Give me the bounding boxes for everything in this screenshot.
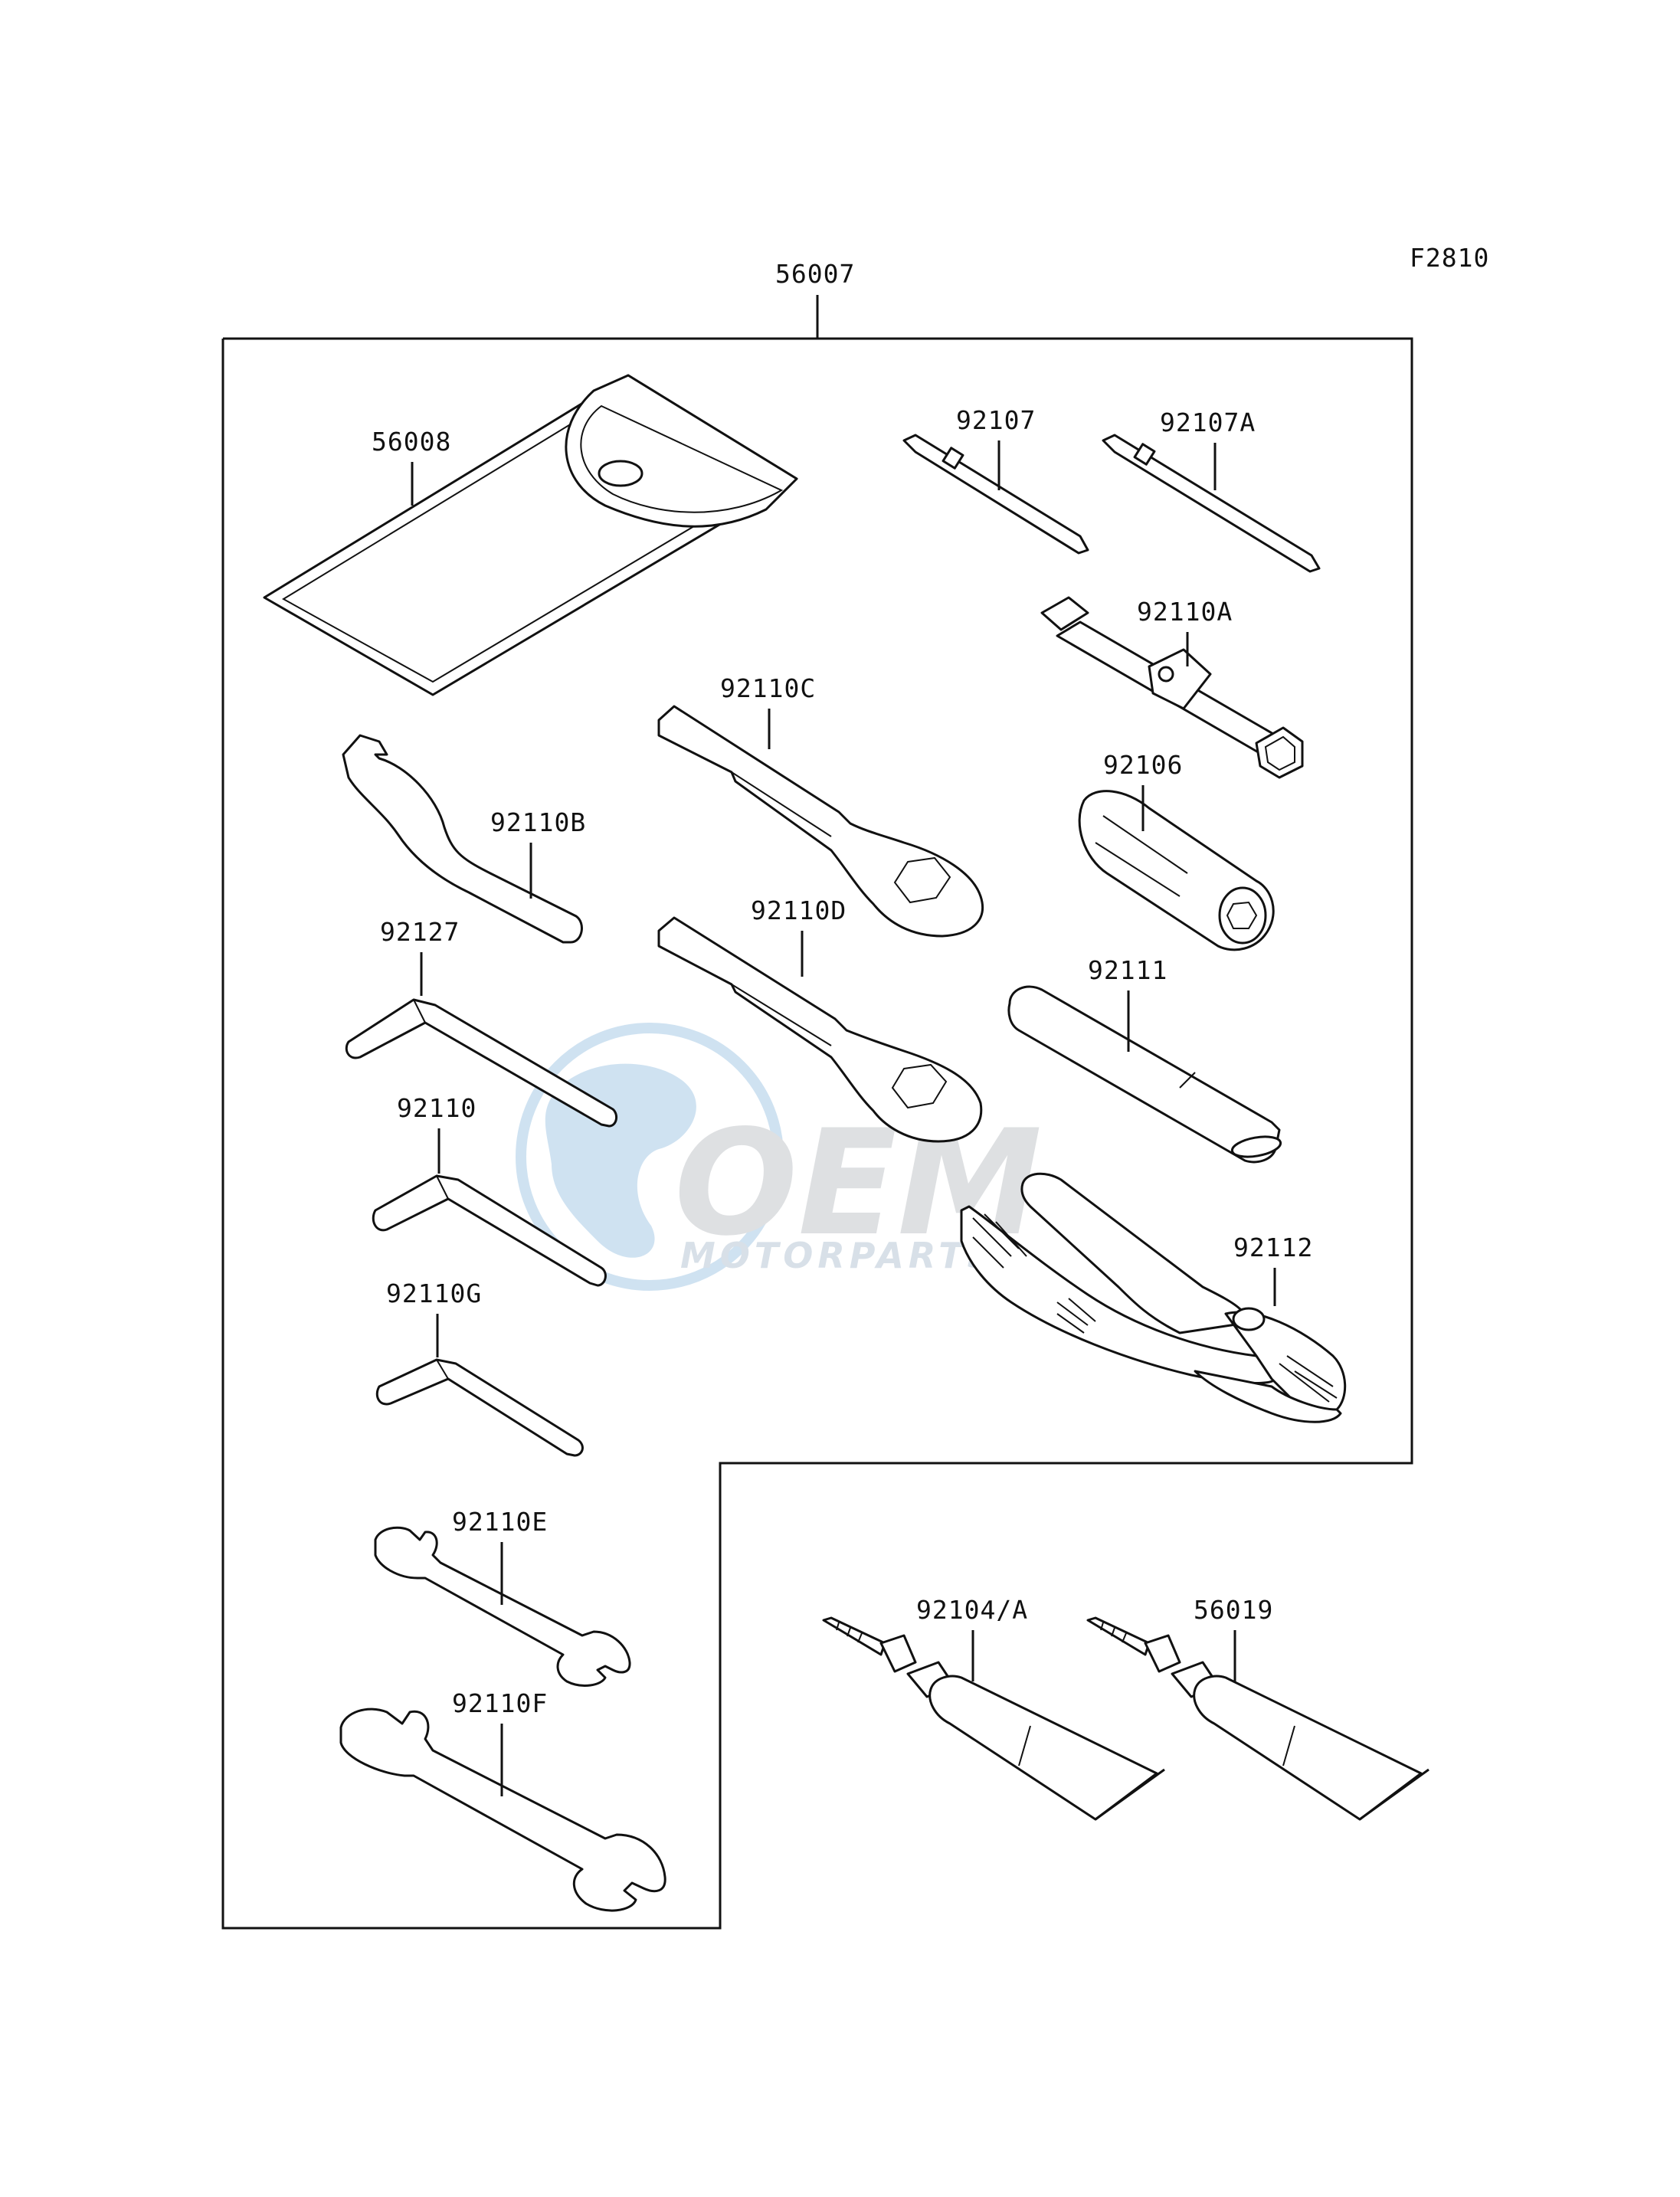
92127-body	[345, 998, 618, 1128]
watermark-globe-ring	[516, 1023, 784, 1291]
56019-tube-body	[1193, 1675, 1423, 1821]
56019-crimp	[1359, 1768, 1429, 1821]
label-92127: 92127	[380, 917, 460, 947]
label-56008: 56008	[372, 427, 451, 457]
92110B-body	[342, 734, 583, 944]
pouch-snap-button	[598, 460, 644, 487]
tool-pouch-56008[interactable]	[263, 374, 798, 696]
pliers-grip-hatch	[972, 1213, 1096, 1334]
92104A-nozzle	[822, 1616, 886, 1656]
bit-92107A-shaft	[1102, 434, 1321, 573]
extension-92111[interactable]	[1007, 985, 1282, 1164]
label-56019: 56019	[1194, 1595, 1273, 1625]
92110E-body	[374, 1526, 631, 1687]
pouch-flap	[565, 374, 798, 528]
ring-wrench-92110C[interactable]	[657, 705, 984, 938]
92110-body	[372, 1174, 607, 1287]
92104A-cap	[879, 1634, 917, 1673]
label-92110A: 92110A	[1137, 597, 1233, 627]
open-end-wrench-92110F[interactable]	[339, 1708, 666, 1912]
92110F-body	[339, 1708, 666, 1912]
label-92110: 92110	[397, 1093, 476, 1123]
92110A-socket	[1255, 726, 1304, 779]
pliers-pivot	[1232, 1307, 1266, 1331]
hex-key-92110G[interactable]	[375, 1358, 584, 1457]
label-92110C: 92110C	[720, 673, 816, 703]
92106-end	[1218, 886, 1267, 945]
92104A-label-line	[1018, 1725, 1031, 1766]
bit-92107-shaft	[902, 434, 1089, 555]
92106-hex	[1226, 901, 1258, 929]
grease-tube-92104A[interactable]	[822, 1616, 1165, 1821]
bit-92107-notch	[942, 447, 964, 470]
label-92106: 92106	[1103, 750, 1183, 780]
label-92110B: 92110B	[490, 807, 586, 837]
56019-label-line	[1282, 1725, 1295, 1766]
92110F-edge	[432, 1750, 598, 1835]
92110C-edge	[731, 771, 832, 837]
92110D-hex-opening	[891, 1063, 948, 1109]
wrench-92110A[interactable]	[1040, 596, 1304, 779]
ring-wrench-92110D[interactable]	[657, 916, 983, 1143]
hook-wrench-92110B[interactable]	[342, 734, 583, 944]
label-92112: 92112	[1233, 1233, 1313, 1262]
92111-end	[1230, 1135, 1282, 1158]
hex-key-92110[interactable]	[372, 1174, 607, 1287]
56019-nozzle	[1086, 1616, 1151, 1656]
92110G-body	[375, 1358, 584, 1457]
open-end-wrench-92110E[interactable]	[374, 1526, 631, 1687]
92110D-edge	[731, 984, 832, 1046]
56019-cap	[1144, 1634, 1181, 1673]
92104A-crimp	[1095, 1768, 1165, 1821]
label-92110F: 92110F	[452, 1688, 548, 1718]
92110E-edge	[440, 1562, 575, 1632]
label-92107: 92107	[956, 405, 1036, 435]
pliers-jaw-bottom	[1194, 1370, 1342, 1423]
92111-step	[1179, 1072, 1196, 1089]
label-92107A: 92107A	[1160, 408, 1256, 437]
pouch-body	[263, 374, 798, 696]
screwdriver-bit-92107[interactable]	[902, 434, 1089, 555]
socket-92106[interactable]	[1078, 790, 1275, 951]
label-92110G: 92110G	[386, 1279, 482, 1308]
pliers-lower-handle	[960, 1205, 1277, 1384]
pliers-upper-handle	[1020, 1172, 1258, 1334]
label-92110D: 92110D	[751, 895, 847, 925]
label-92104A: 92104/A	[916, 1595, 1028, 1625]
kit-frame	[221, 337, 1413, 1930]
92110A-socket-inner	[1264, 735, 1295, 771]
92110A-hex-top	[1040, 596, 1089, 631]
92110C-hex-opening	[893, 856, 951, 904]
92110A-hole	[1158, 666, 1174, 683]
92104A-nozzle-rings	[836, 1622, 863, 1643]
pouch-flap-inner	[580, 404, 784, 513]
pliers-teeth	[1279, 1355, 1338, 1403]
92110A-body	[1148, 648, 1212, 710]
92110-bend	[436, 1175, 449, 1200]
label-56007: 56007	[775, 259, 855, 289]
bit-92107A-notch	[1133, 443, 1156, 466]
hex-key-92127[interactable]	[345, 998, 618, 1128]
92127-bend	[413, 999, 426, 1023]
92104A-tube-body	[928, 1675, 1158, 1821]
label-92110E: 92110E	[452, 1507, 548, 1537]
watermark-tagline: MOTORPARTS	[680, 1235, 997, 1276]
grease-tube-56019[interactable]	[1086, 1616, 1429, 1821]
92110G-bend	[436, 1359, 449, 1380]
figure-code: F2810	[1410, 243, 1489, 273]
92110D-body	[657, 916, 983, 1143]
screwdriver-bit-92107A[interactable]	[1102, 434, 1321, 573]
92110C-body	[657, 705, 984, 938]
pliers-92112[interactable]	[960, 1172, 1347, 1423]
92106-grooves	[1095, 815, 1188, 897]
56019-nozzle-rings	[1100, 1622, 1127, 1643]
label-92111: 92111	[1088, 955, 1167, 985]
92111-tube	[1007, 985, 1281, 1164]
